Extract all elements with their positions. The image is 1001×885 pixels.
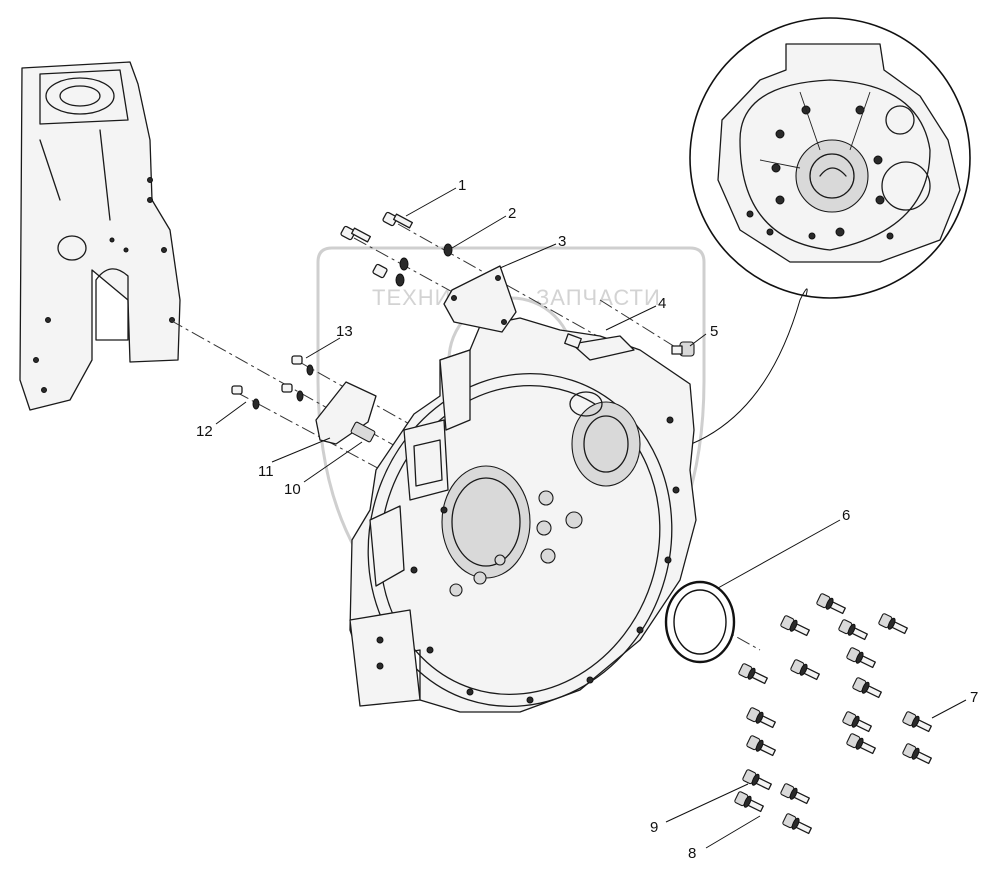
part-10-fitting	[350, 421, 376, 443]
rear-view-detail-inset	[689, 17, 971, 299]
part-12-screw	[231, 385, 260, 410]
part-4-boss	[564, 333, 582, 349]
callout-labels: 1 2 3 4 5 6 7 8 9 10 11 12 13	[196, 177, 978, 862]
hex-bolt	[782, 813, 812, 835]
callout-5: 5	[710, 323, 718, 340]
callout-6: 6	[842, 507, 850, 524]
callout-1: 1	[458, 177, 466, 194]
hex-bolt	[852, 677, 882, 699]
callout-3: 3	[558, 233, 566, 250]
hex-bolt	[746, 735, 776, 757]
housing-rim-holes	[376, 416, 680, 704]
bolt-cluster	[734, 593, 932, 835]
callout-12: 12	[196, 423, 213, 440]
hex-bolt	[746, 707, 776, 729]
callout-4: 4	[658, 295, 666, 312]
callout-2: 2	[508, 205, 516, 222]
hex-bolt	[902, 711, 932, 733]
part-5-plug	[671, 341, 695, 357]
hex-bolt	[846, 647, 876, 669]
callout-8: 8	[688, 845, 696, 862]
hex-bolt	[790, 659, 820, 681]
hex-bolt	[742, 769, 772, 791]
hex-bolt	[734, 791, 764, 813]
hex-bolt	[842, 711, 872, 733]
housing-inner-bosses	[449, 490, 583, 597]
part-13-screws	[281, 355, 314, 402]
part-2-washers	[395, 243, 453, 287]
flywheel-housing	[349, 317, 697, 713]
part-11-cover	[315, 381, 377, 445]
callout-7: 7	[970, 689, 978, 706]
hex-bolt	[838, 619, 868, 641]
engine-block-housing	[19, 61, 181, 411]
part-3-cover-plate	[443, 265, 517, 333]
hex-bolt	[738, 663, 768, 685]
callout-13: 13	[336, 323, 353, 340]
hex-bolt	[780, 783, 810, 805]
hex-bolt	[902, 743, 932, 765]
hex-bolt	[846, 733, 876, 755]
inset-connector-line	[649, 288, 808, 456]
watermark-right-text: ЗАПЧАСТИ	[536, 285, 661, 310]
part-6-seal-ring	[664, 580, 736, 664]
callout-9: 9	[650, 819, 658, 836]
hex-bolt	[878, 613, 908, 635]
hex-bolt	[816, 593, 846, 615]
callout-leaders	[215, 187, 967, 849]
callout-11: 11	[258, 463, 274, 480]
inset-bolt-holes	[746, 105, 894, 240]
hex-bolt	[780, 615, 810, 637]
callout-10: 10	[284, 481, 301, 498]
part-1-bolts	[340, 211, 414, 279]
